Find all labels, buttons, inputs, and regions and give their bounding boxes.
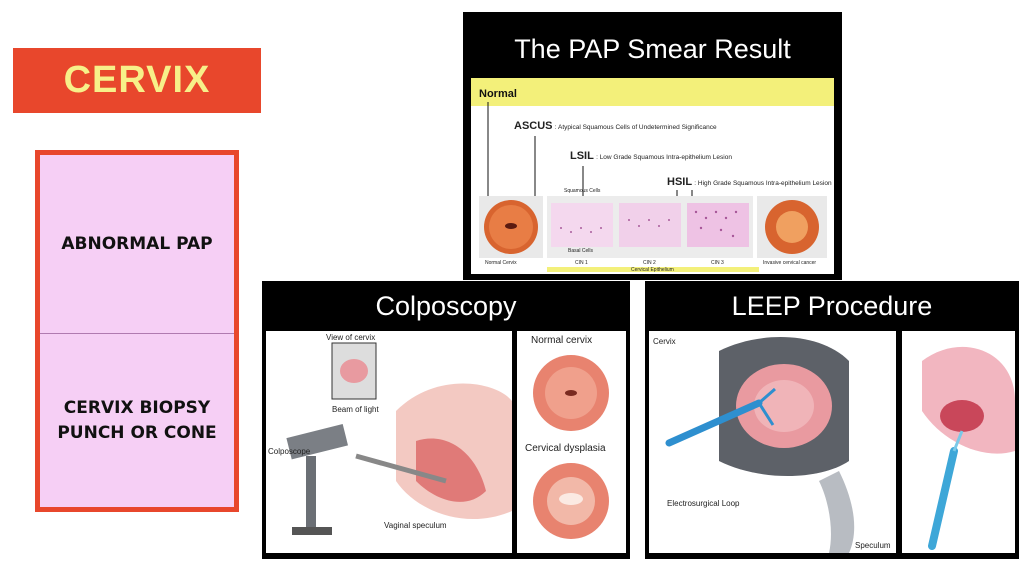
cell-dots (560, 210, 738, 238)
step-divider (40, 333, 234, 334)
epithelium-label: Cervical Epithelium (631, 267, 674, 273)
leep-closeup (902, 331, 1015, 553)
cervix-photos-art (533, 355, 609, 539)
ascus-text: : Atypical Squamous Cells of Undetermine… (554, 124, 717, 131)
lsil-text: : Low Grade Squamous Intra-epithelium Le… (596, 154, 732, 161)
speculum-handle (819, 471, 855, 553)
step-cervix-biopsy: CERVIX BIOPSY PUNCH OR CONE (40, 335, 234, 507)
cin3-tissue (687, 203, 749, 247)
ascus-line: ASCUS : Atypical Squamous Cells of Undet… (514, 120, 717, 132)
pap-smear-panel: The PAP Smear Result (463, 12, 842, 280)
leep-diagram: Cervix Electrosurgical Loop Speculum (649, 331, 896, 553)
normal-cervix-label: Normal cervix (531, 335, 593, 346)
speculum-shape (355, 453, 447, 484)
stage-cin2: CIN 2 (643, 260, 656, 266)
closeup-loop-tip (952, 430, 964, 452)
colposcopy-diagram: View of cervix Beam of light Colposcope … (266, 331, 512, 553)
invasive-lesion (776, 211, 808, 243)
uterus-shape (416, 438, 486, 502)
leep-cervix-inner (754, 380, 814, 432)
lsil-abbr: LSIL (570, 150, 594, 162)
step-1-line-1: ABNORMAL PAP (61, 233, 213, 254)
colposcopy-panel: Colposcopy View of cervix Beam of light … (262, 281, 630, 559)
leep-panel: LEEP Procedure Cervix Electrosurgical Lo… (645, 281, 1019, 559)
squamous-cells-label: Squamous Cells (564, 188, 601, 194)
leep-art (665, 337, 855, 553)
epithelium-bar (547, 267, 759, 272)
view-of-cervix-label: View of cervix (326, 333, 376, 342)
normal-cervix-photo-os (565, 390, 577, 396)
cin2-tissue (619, 203, 681, 247)
basal-cells-label: Basal Cells (568, 248, 594, 254)
pap-diagram: Normal ASCUS : Atypical Squamous Cells o… (471, 78, 834, 274)
leep-cervix-label: Cervix (653, 337, 676, 346)
colposcopy-photos: Normal cervix Cervical dysplasia (517, 331, 626, 553)
normal-cervix-os (505, 223, 517, 229)
dysplasia-lesion (559, 493, 583, 505)
vaginal-speculum-label: Vaginal speculum (384, 521, 447, 530)
stage-cin1: CIN 1 (575, 260, 588, 266)
leep-closeup-art (922, 346, 1015, 550)
colposcopy-panel-title: Colposcopy (375, 291, 517, 321)
title-badge: CERVIX (13, 48, 261, 113)
cin1-tissue (551, 203, 613, 247)
pap-diagram-art (471, 78, 834, 272)
closeup-tissue (922, 346, 1015, 454)
step-abnormal-pap: ABNORMAL PAP (40, 155, 234, 333)
step-2-line-2: PUNCH OR CONE (57, 423, 217, 443)
loop-tip-2 (757, 402, 775, 426)
electrosurgical-loop-label: Electrosurgical Loop (667, 499, 740, 508)
steps-box: ABNORMAL PAP CERVIX BIOPSY PUNCH OR CONE (35, 150, 239, 512)
hsil-abbr: HSIL (667, 176, 693, 188)
normal-label: Normal (479, 88, 517, 100)
hsil-text: : High Grade Squamous Intra-epithelium L… (694, 180, 832, 187)
stage-normal-cervix: Normal Cervix (485, 260, 517, 266)
closeup-lesion (940, 400, 984, 432)
page-title: CERVIX (63, 59, 211, 101)
stage-cin3: CIN 3 (711, 260, 724, 266)
pap-panel-title: The PAP Smear Result (514, 34, 791, 64)
colposcope-label: Colposcope (268, 447, 311, 456)
step-2-line-1: CERVIX BIOPSY (63, 398, 211, 419)
leep-panel-title: LEEP Procedure (731, 291, 933, 321)
colposcopy-art (286, 342, 512, 535)
lsil-line: LSIL : Low Grade Squamous Intra-epitheli… (570, 150, 732, 162)
ascus-abbr: ASCUS (514, 120, 553, 132)
beam-of-light-label: Beam of light (332, 405, 379, 414)
colposcope-device (286, 424, 349, 460)
view-of-cervix-image (340, 359, 368, 383)
hsil-line: HSIL : High Grade Squamous Intra-epithel… (667, 176, 832, 188)
speculum-label: Speculum (855, 541, 891, 550)
cervical-dysplasia-label: Cervical dysplasia (525, 443, 606, 454)
colposcope-stand (306, 456, 316, 531)
closeup-loop-tool (928, 447, 958, 550)
stage-invasive: Invasive cervical cancer (763, 260, 817, 266)
electrosurgical-loop-tool (665, 399, 763, 447)
normal-banner (471, 78, 834, 106)
colposcope-base (292, 527, 332, 535)
loop-tip-1 (758, 387, 776, 405)
